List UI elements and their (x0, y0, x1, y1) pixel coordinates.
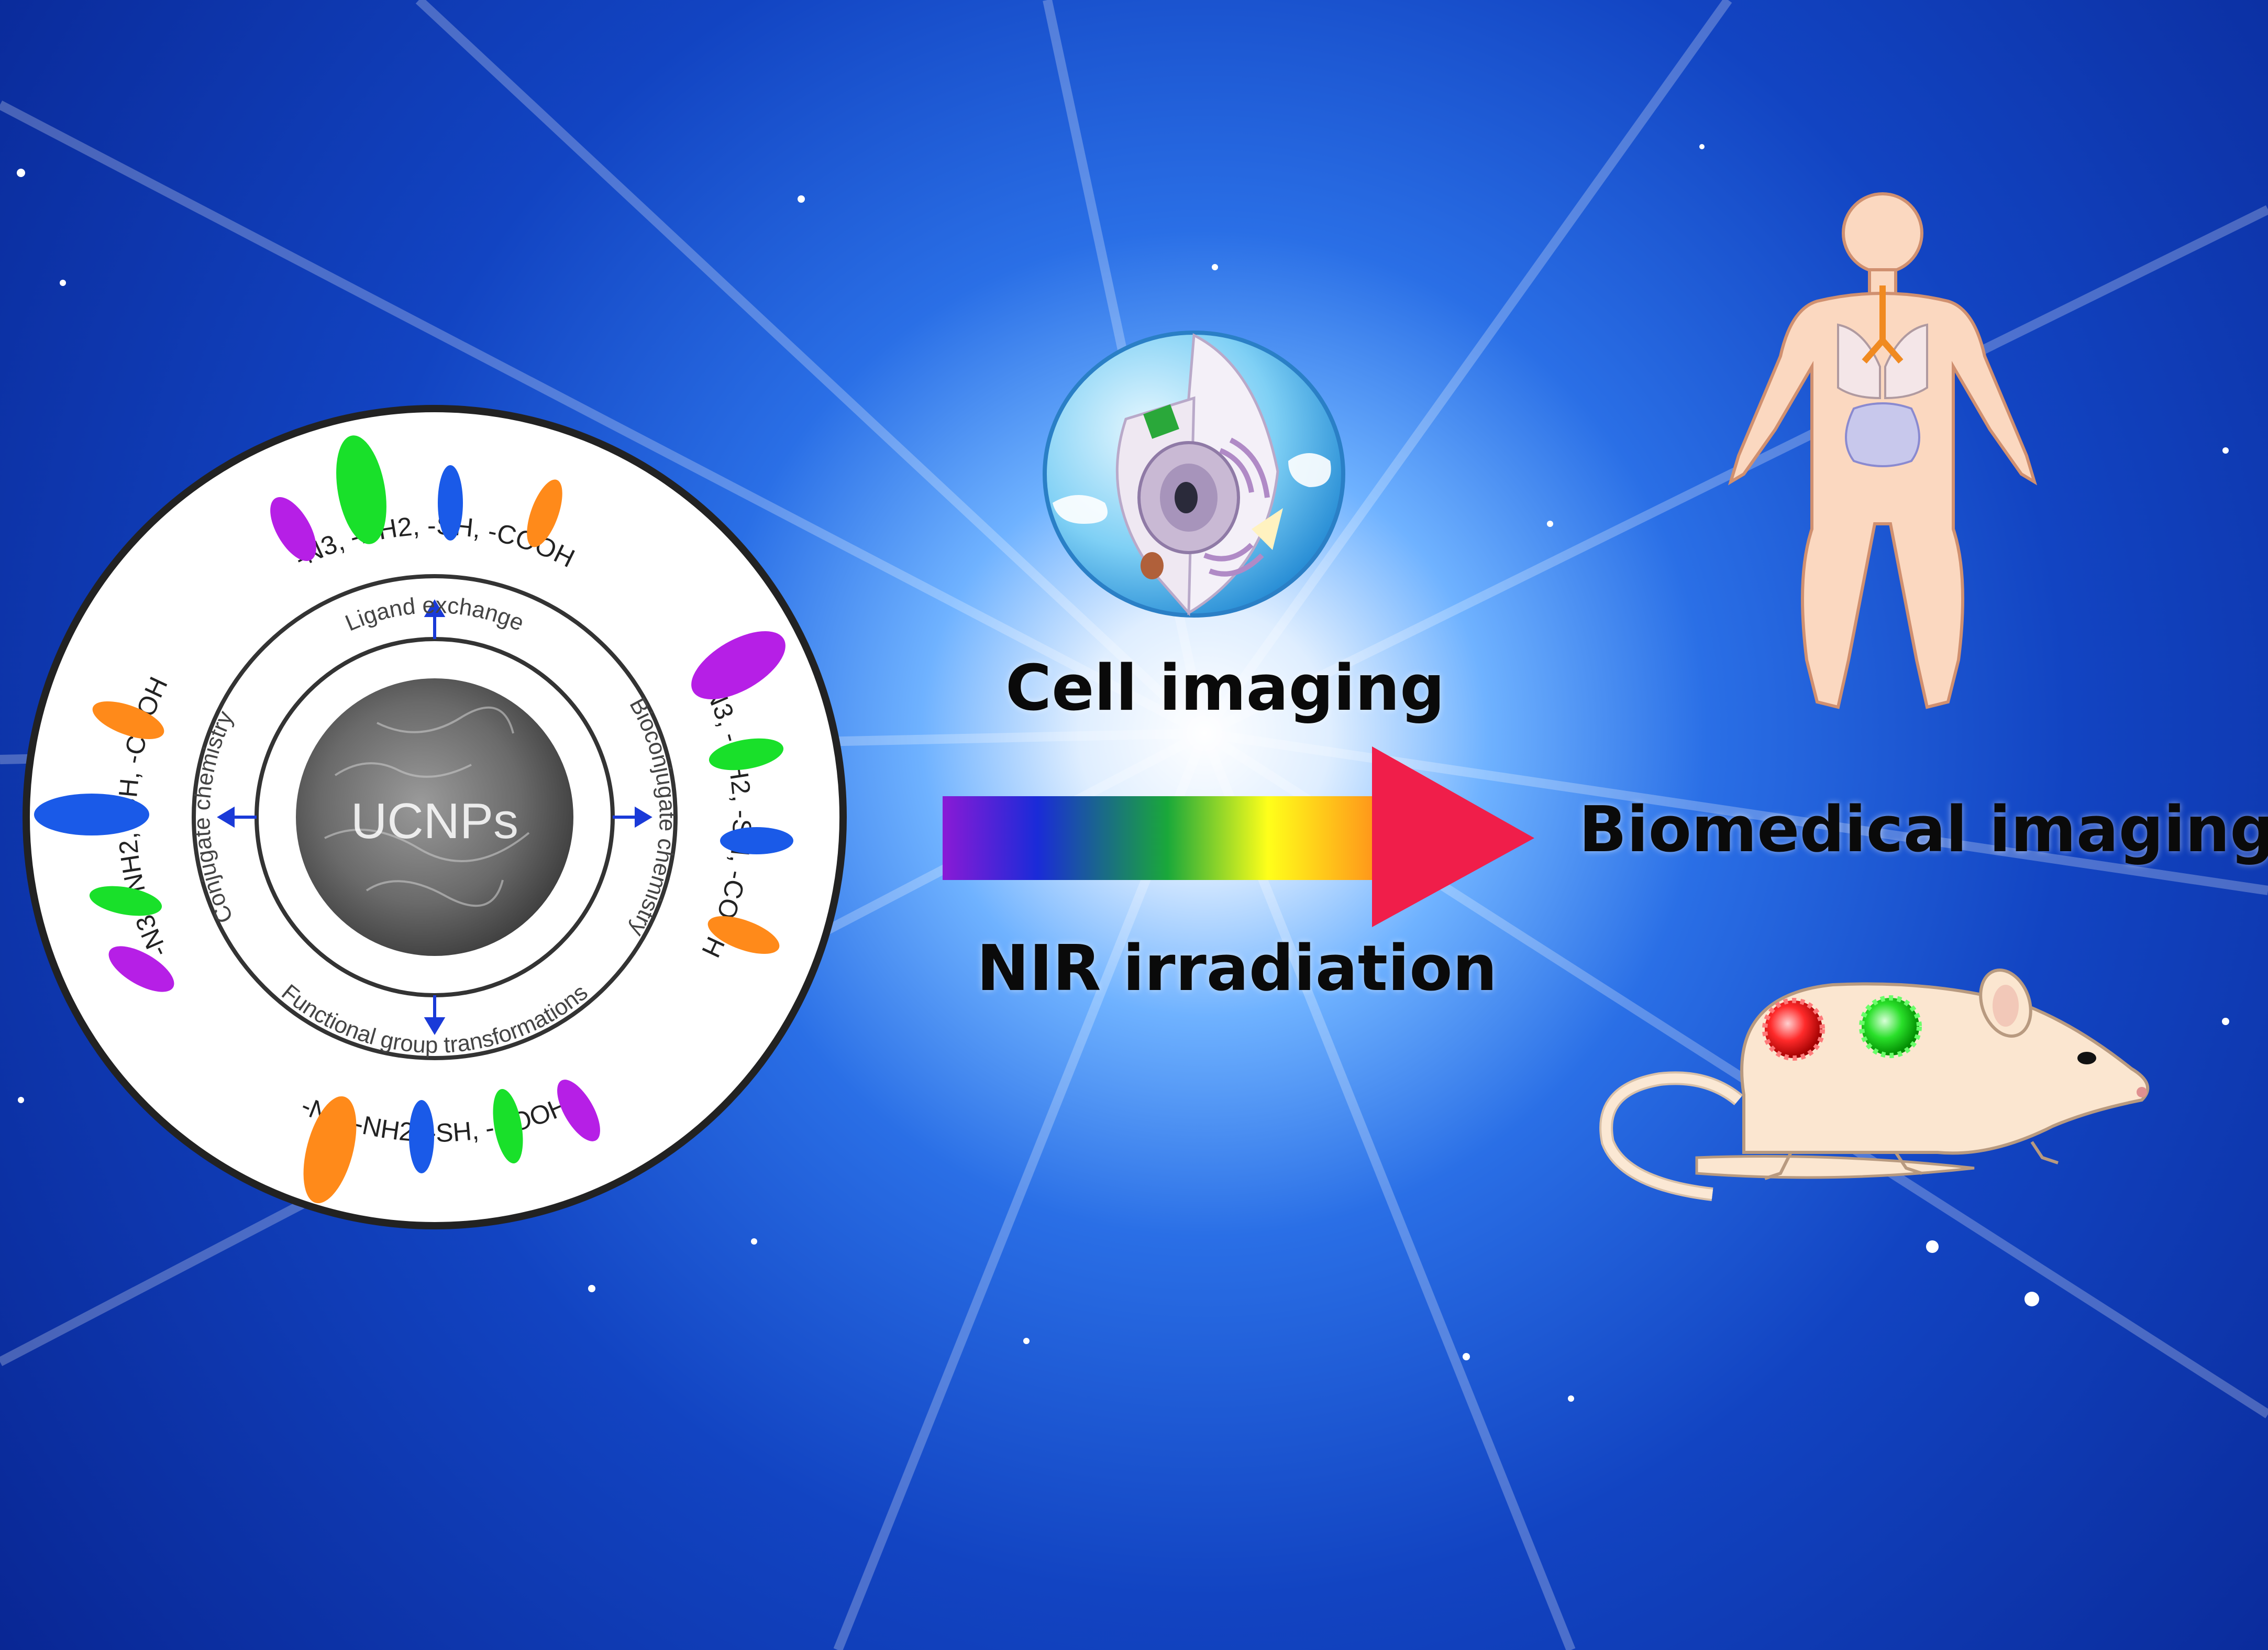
core-label: UCNPs (351, 793, 518, 849)
rainbow-arrow-icon (943, 746, 1534, 927)
cell-icon (1043, 331, 1345, 618)
cell-imaging-label: Cell imaging (1005, 652, 1445, 725)
mouse-icon (1599, 969, 2150, 1201)
ucnp-core (296, 678, 573, 956)
stars (17, 144, 2229, 1402)
biomedical-imaging-label: Biomedical imaging (1579, 794, 2268, 866)
ligand-ellipses (34, 435, 793, 1204)
nir-irradiation-label: NIR irradiation (977, 932, 1498, 1005)
nanoparticle-diagram: UCNPs Ligand exchange Functional group t… (23, 405, 847, 1229)
human-body-icon (1728, 192, 2038, 709)
